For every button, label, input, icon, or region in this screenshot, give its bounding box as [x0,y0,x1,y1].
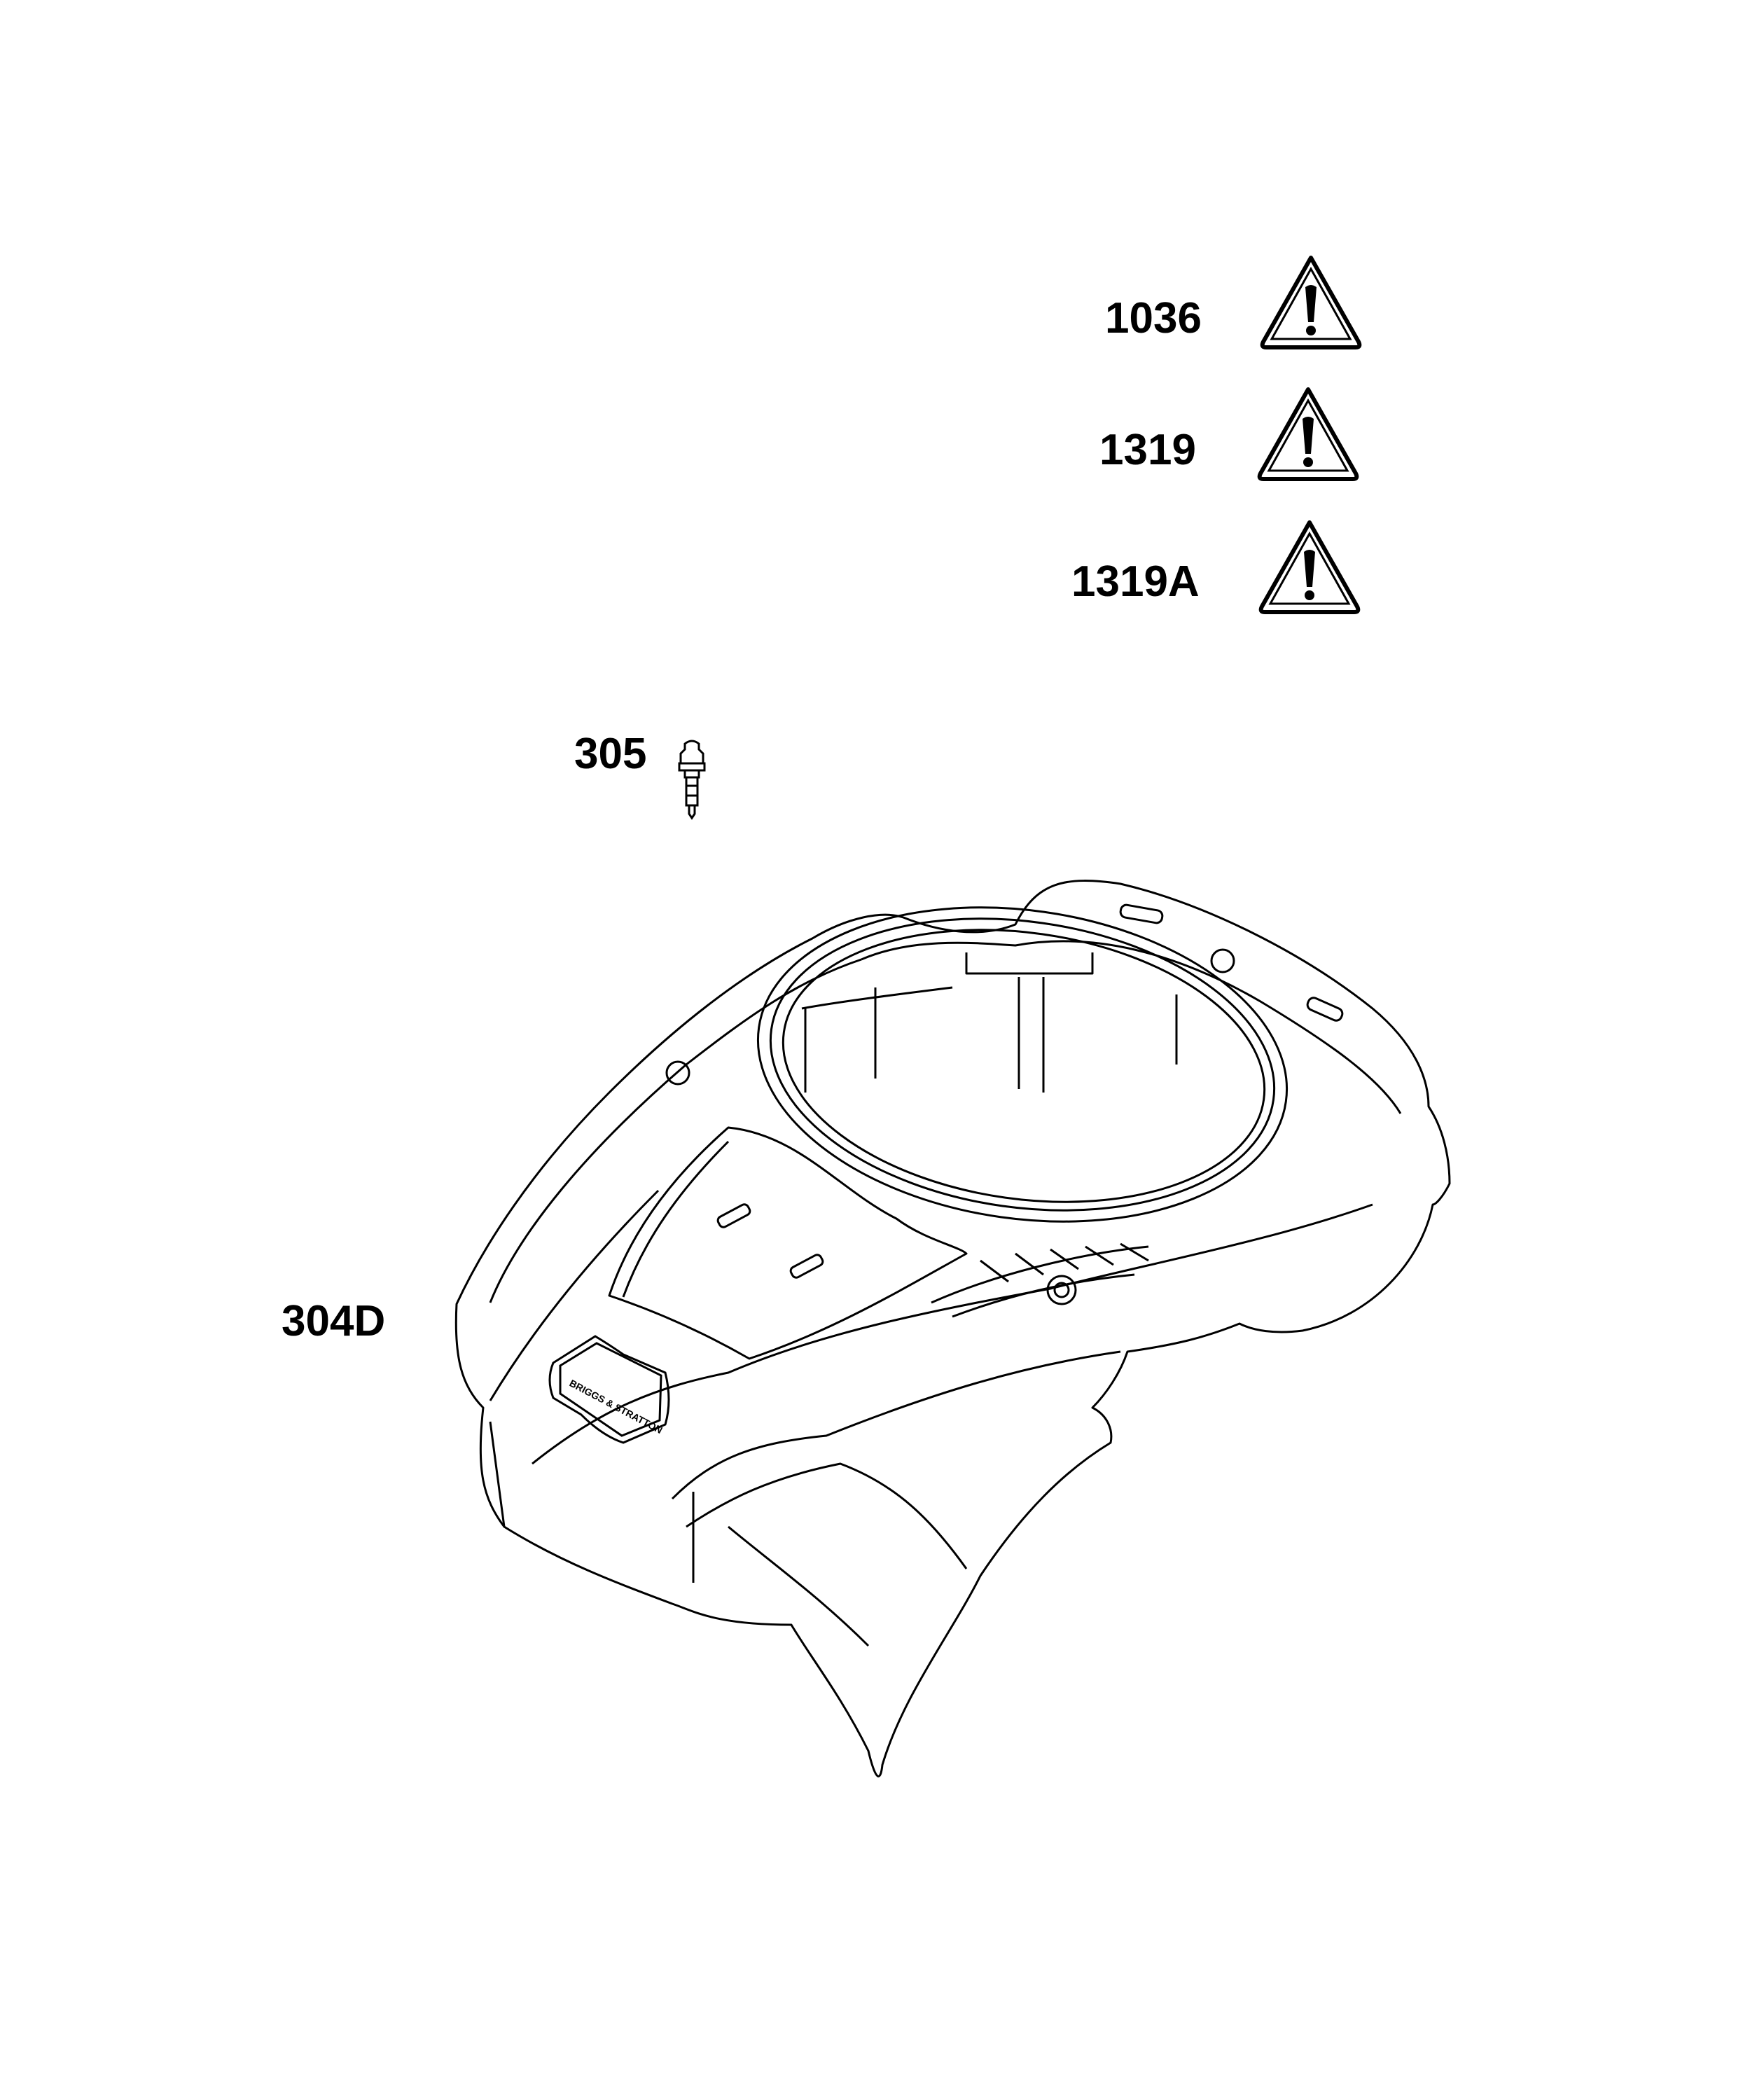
screw-305 [678,740,706,820]
part-label-305: 305 [574,730,647,778]
warning-triangle-icon [1261,522,1359,612]
part-label-1319: 1319 [1099,426,1196,474]
part-label-1319a: 1319A [1071,557,1200,606]
part-label-304d: 304D [282,1297,386,1345]
part-label-1036: 1036 [1105,294,1202,342]
blower-housing-304d [454,880,1451,1777]
brand-logo: BRIGGS & STRATTON [548,1335,670,1444]
warning-triangle-icon [1263,258,1360,347]
warning-triangle-icon [1260,389,1357,479]
